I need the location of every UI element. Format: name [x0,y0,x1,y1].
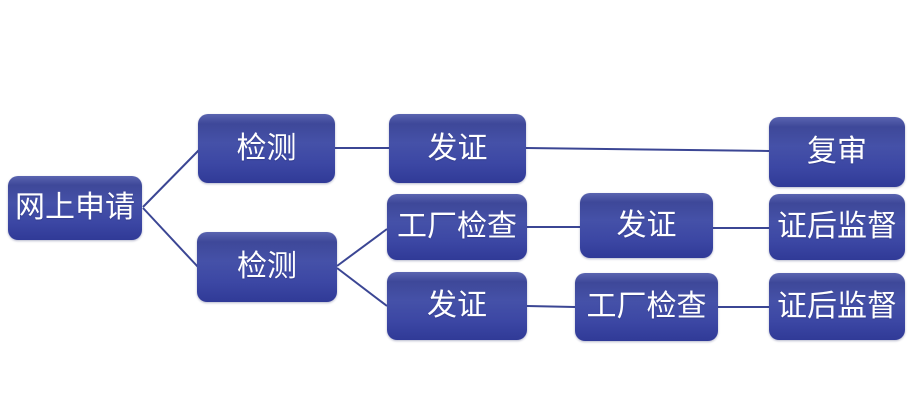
node-supervise-mid-label: 证后监督 [777,210,897,243]
node-factory-mid-label: 工厂检查 [397,210,517,243]
node-supervise-bottom-label: 证后监督 [777,289,897,323]
connector-apply-to-test-mid [142,207,199,268]
node-issue-top: 发证 [389,114,526,183]
node-review: 复审 [769,117,905,187]
node-issue-top-label: 发证 [427,131,488,165]
connector-apply-to-test-top [142,149,200,208]
node-test-top-label: 检测 [236,131,297,165]
node-factory-bottom-label: 工厂检查 [586,290,707,323]
node-issue-bottom-label: 发证 [427,289,487,322]
node-supervise-mid: 证后监督 [769,194,905,260]
node-supervise-bottom: 证后监督 [769,273,905,340]
node-issue-mid: 发证 [580,193,713,258]
node-apply-label: 网上申请 [15,191,135,224]
connector-issue-bottom-to-factory-bottom [526,305,576,308]
node-issue-bottom: 发证 [387,272,527,340]
connector-test-mid-to-issue-bottom [336,267,388,307]
node-issue-mid-label: 发证 [616,208,677,242]
node-factory-mid: 工厂检查 [387,194,527,260]
node-apply: 网上申请 [8,176,142,240]
node-test-mid: 检测 [197,232,337,302]
connector-issue-top-to-review [525,147,770,152]
node-review-label: 复审 [807,135,867,168]
connector-test-mid-to-factory-mid [336,228,388,267]
node-test-mid-label: 检测 [237,250,297,283]
node-factory-bottom: 工厂检查 [575,273,718,341]
node-test-top: 检测 [198,114,335,183]
